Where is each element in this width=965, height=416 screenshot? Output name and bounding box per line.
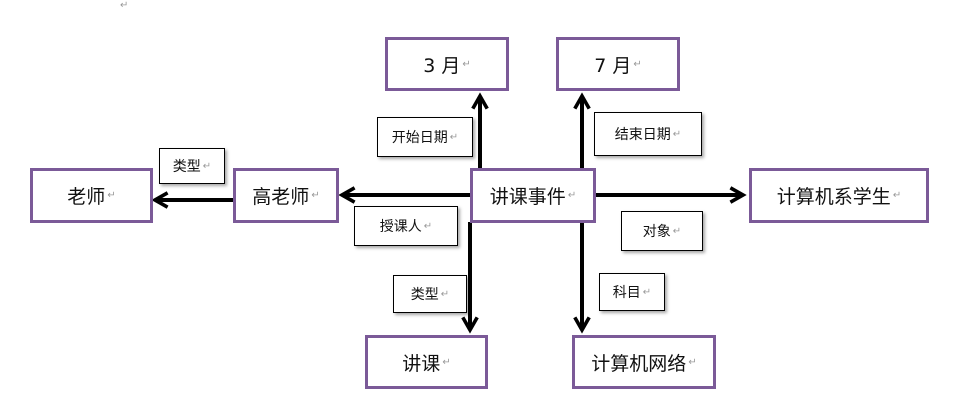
edge-label-lecturer: 授课人↵ [354, 206, 458, 246]
node-cs-students: 计算机系学生↵ [749, 168, 929, 223]
node-lecture-label: 讲课 [402, 352, 441, 375]
node-gao-teacher: 高老师↵ [233, 168, 339, 223]
node-july: 7 月↵ [556, 37, 680, 91]
paragraph-mark: ↵ [120, 0, 129, 11]
node-march: 3 月↵ [385, 37, 509, 91]
node-event-center: 讲课事件↵ [470, 168, 596, 223]
edge-label-start-date: 开始日期↵ [377, 117, 473, 157]
node-teacher: 老师↵ [30, 168, 153, 223]
edge-label-type-left: 类型↵ [159, 148, 225, 184]
edge-label-target: 对象↵ [621, 211, 703, 251]
node-event-center-label: 讲课事件 [489, 186, 566, 208]
node-computer-network: 计算机网络↵ [572, 335, 716, 389]
edge-label-end-date: 结束日期↵ [594, 112, 702, 156]
node-teacher-label: 老师 [67, 186, 106, 208]
edge-label-subject: 科目↵ [599, 273, 665, 311]
node-july-label: 7 月 [594, 54, 632, 77]
node-march-label: 3 月 [423, 54, 461, 77]
node-computer-network-label: 计算机网络 [591, 352, 687, 375]
node-lecture: 讲课↵ [365, 335, 488, 389]
node-cs-students-label: 计算机系学生 [776, 186, 891, 208]
node-gao-teacher-label: 高老师 [252, 186, 310, 208]
edge-label-type-bottom: 类型↵ [393, 275, 467, 313]
